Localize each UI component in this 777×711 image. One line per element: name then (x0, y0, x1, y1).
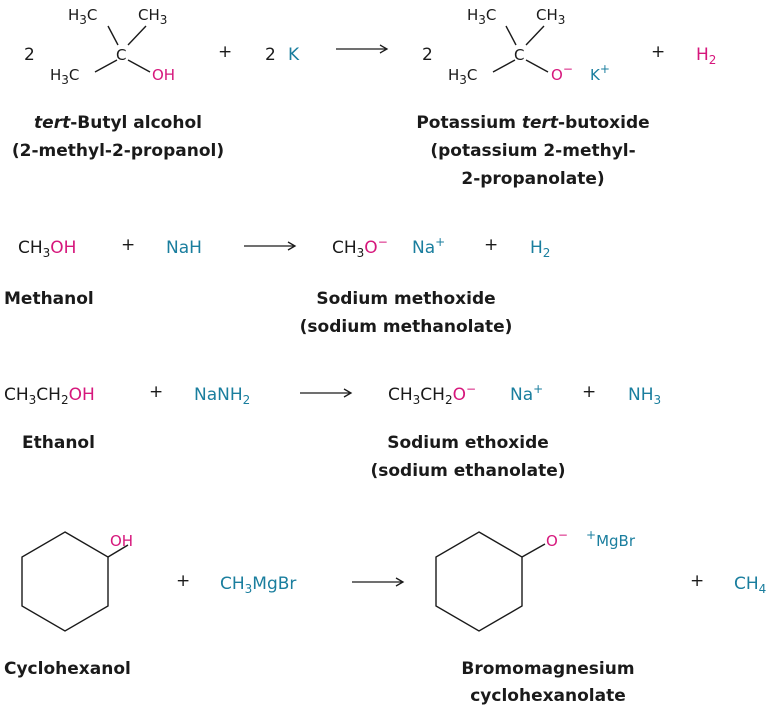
methyl-group-left: H3C (50, 66, 79, 87)
ethoxide-formula: CH3CH2O− (388, 382, 476, 407)
hydrogen-gas: H2 (696, 45, 716, 67)
methyl-group-left: H3C (448, 66, 477, 87)
reagent-coefficient: 2 (265, 45, 276, 65)
alkoxide-oxygen: O− (551, 62, 573, 84)
methane: CH4 (734, 574, 766, 596)
plus-sign: + (149, 382, 163, 402)
reaction-2: CH3OH + NaH CH3O− Na+ + H2 Methanol Sodi… (4, 235, 550, 337)
plus-sign: + (121, 235, 135, 255)
plus-sign: + (690, 571, 704, 591)
methanol-formula: CH3OH (18, 238, 76, 260)
potassium-cation: K+ (590, 62, 610, 84)
cyclohexane-ring (21, 531, 109, 632)
ammonia: NH3 (628, 385, 661, 407)
bond (127, 25, 147, 46)
reagent-sodium-hydride: NaH (166, 238, 202, 258)
bond (525, 59, 549, 73)
reactant-name: Cyclohexanol (4, 659, 131, 679)
bond (525, 25, 545, 46)
cyclohexanol-structure: OH (21, 531, 133, 632)
central-carbon: C (514, 46, 524, 64)
bromomagnesium-cyclohexanolate-structure: O− +MgBr (435, 528, 636, 632)
methyl-group-top-left: H3C (467, 6, 496, 27)
bond (505, 25, 517, 46)
product-name: Potassium tert-butoxide (416, 113, 649, 133)
hydroxyl-group: OH (152, 66, 175, 84)
sodium-cation: Na+ (510, 382, 543, 405)
reaction-1: 2 H3C CH3 C H3C OH + 2 K 2 H3C CH3 C H3C… (12, 6, 717, 189)
bond (107, 25, 119, 46)
reaction-3: CH3CH2OH + NaNH2 CH3CH2O− Na+ + NH3 Etha… (4, 382, 661, 481)
bond (107, 544, 129, 558)
reaction-4: OH + CH3MgBr O− +MgBr + CH4 Cyclohexanol… (4, 528, 766, 706)
reactant-name: Methanol (4, 289, 94, 309)
reaction-arrow (244, 241, 297, 251)
plus-sign: + (582, 382, 596, 402)
product-name: Sodium ethoxide (387, 433, 549, 453)
product-systematic-name-line1: (potassium 2-methyl- (430, 141, 635, 161)
reactant-systematic-name: (2-methyl-2-propanol) (12, 141, 224, 161)
coefficient-left: 2 (24, 45, 35, 65)
methoxide-formula: CH3O− (332, 235, 388, 260)
potassium-tert-butoxide-structure: H3C CH3 C H3C O− K+ (448, 6, 610, 87)
methyl-group-top-left: H3C (68, 6, 97, 27)
ethanol-formula: CH3CH2OH (4, 385, 95, 407)
hydroxyl-group: OH (110, 532, 133, 550)
tert-butyl-alcohol-structure: H3C CH3 C H3C OH (50, 6, 175, 87)
plus-sign: + (484, 235, 498, 255)
alkoxide-oxygen: O− (546, 528, 568, 550)
methyl-group-top-right: CH3 (138, 6, 167, 27)
sodium-cation: Na+ (412, 235, 445, 258)
reagent-potassium: K (288, 45, 300, 65)
product-name: Bromomagnesium (461, 659, 634, 679)
bond (127, 59, 151, 73)
bond (94, 59, 118, 73)
reactant-name: tert-Butyl alcohol (34, 113, 202, 133)
plus-sign: + (218, 42, 232, 62)
bond (521, 543, 546, 558)
bond (492, 59, 516, 73)
product-systematic-name-line2: 2-propanolate) (461, 169, 604, 189)
plus-sign: + (651, 42, 665, 62)
hydrogen-gas: H2 (530, 238, 550, 260)
product-name-line2: cyclohexanolate (470, 686, 626, 706)
cyclohexane-ring (435, 531, 523, 632)
product-name: Sodium methoxide (316, 289, 495, 309)
reactant-name: Ethanol (22, 433, 95, 453)
bromomagnesium-cation: +MgBr (586, 528, 636, 550)
product-systematic-name: (sodium ethanolate) (370, 461, 565, 481)
product-systematic-name: (sodium methanolate) (300, 317, 513, 337)
reagent-sodium-amide: NaNH2 (194, 385, 250, 407)
reaction-arrow (352, 577, 405, 587)
plus-sign: + (176, 571, 190, 591)
grignard-reagent: CH3MgBr (220, 574, 296, 596)
central-carbon: C (116, 46, 126, 64)
reaction-arrow (300, 388, 353, 398)
methyl-group-top-right: CH3 (536, 6, 565, 27)
reaction-arrow (336, 44, 389, 54)
coefficient-right: 2 (422, 45, 433, 65)
